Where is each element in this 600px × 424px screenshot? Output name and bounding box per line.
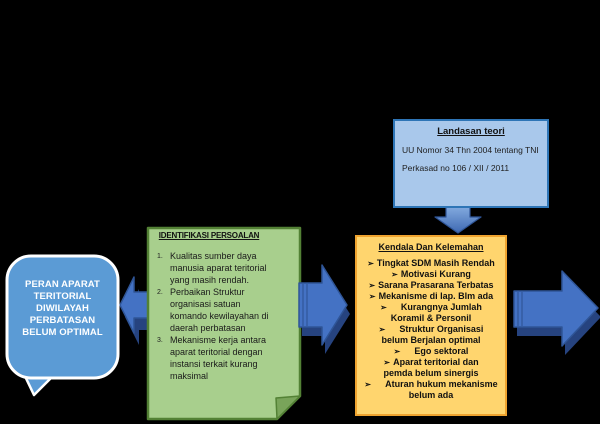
- kendala-title: Kendala Dan Kelemahan: [378, 242, 484, 252]
- identifikasi-title: IDENTIFIKASI PERSOALAN: [158, 231, 260, 240]
- list-item: ➢ Aturan hukum mekanisme belum ada: [357, 379, 505, 401]
- landasan-line: Perkasad no 106 / XII / 2011: [402, 163, 510, 173]
- list-item-text: Struktur Organisasi belum Berjalan optim…: [381, 324, 484, 345]
- list-item: ➢Motivasi Kurang: [357, 269, 505, 280]
- list-item: ➢Sarana Prasarana Terbatas: [357, 280, 505, 291]
- list-item-text: Aparat teritorial dan pemda belum sinerg…: [383, 357, 479, 378]
- arrowhead-bullet-icon: ➢: [383, 358, 391, 367]
- list-item-text: Mekanisme kerja antara aparat teritorial…: [170, 335, 267, 381]
- list-item-text: Kurangnya Jumlah Koramil & Personil: [390, 302, 482, 323]
- list-item: ➢Mekanisme di lap. Blm ada: [357, 291, 505, 302]
- arrowhead-bullet-icon: ➢: [378, 325, 386, 334]
- landasan-teori-box: Landasan teori UU Nomor 34 Thn 2004 tent…: [393, 119, 549, 208]
- arrowhead-bullet-icon: ➢: [393, 347, 401, 356]
- list-item: ➢Kurangnya Jumlah Koramil & Personil: [357, 302, 505, 324]
- list-item-text: Perbaikan Struktur organisasi satuan kom…: [170, 287, 269, 333]
- problem-statement: PERAN APARAT TERITORIAL DIWILAYAH PERBAT…: [22, 279, 103, 338]
- arrowhead-bullet-icon: ➢: [391, 270, 398, 279]
- arrowhead-bullet-icon: ➢: [380, 303, 387, 312]
- list-item-text: Aturan hukum mekanisme belum ada: [385, 379, 498, 400]
- list-item-number: 1.: [157, 252, 163, 260]
- list-item-text: Kualitas sumber daya manusia aparat teri…: [170, 251, 267, 285]
- arrow-down-icon: [434, 205, 482, 234]
- list-item: ➢Struktur Organisasi belum Berjalan opti…: [357, 324, 505, 346]
- arrowhead-bullet-icon: ➢: [364, 380, 372, 389]
- arrowhead-bullet-icon: ➢: [368, 281, 376, 290]
- arrowhead-bullet-icon: ➢: [367, 259, 374, 268]
- kendala-box: Kendala Dan Kelemahan ➢Tingkat SDM Masih…: [355, 235, 507, 416]
- list-item-text: Ego sektoral: [414, 346, 469, 356]
- landasan-line: UU Nomor 34 Thn 2004 tentang TNI: [402, 145, 539, 155]
- arrow-right-icon: [298, 264, 348, 346]
- list-item-text: Tingkat SDM Masih Rendah: [376, 258, 495, 268]
- list-item-number: 2.: [157, 288, 163, 296]
- list-item: 3. Mekanisme kerja antara aparat teritor…: [157, 334, 295, 382]
- list-item: 1. Kualitas sumber daya manusia aparat t…: [157, 250, 295, 286]
- arrow-right-far-icon: [513, 270, 599, 347]
- list-item-text: Mekanisme di lap. Blm ada: [378, 291, 494, 301]
- list-item-text: Motivasi Kurang: [400, 269, 471, 279]
- list-item: ➢Tingkat SDM Masih Rendah: [357, 258, 505, 269]
- landasan-title: Landasan teori: [437, 126, 505, 137]
- list-item: 2. Perbaikan Struktur organisasi satuan …: [157, 286, 295, 334]
- speech-bubble-shape: [5, 254, 120, 397]
- list-item: ➢ Ego sektoral: [357, 346, 505, 357]
- kendala-list: ➢Tingkat SDM Masih Rendah ➢Motivasi Kura…: [357, 258, 505, 401]
- list-item-text: Sarana Prasarana Terbatas: [378, 280, 494, 290]
- folded-corner-icon: [275, 395, 301, 420]
- arrowhead-bullet-icon: ➢: [368, 292, 376, 301]
- identifikasi-list: 1. Kualitas sumber daya manusia aparat t…: [157, 250, 295, 382]
- list-item: ➢Aparat teritorial dan pemda belum siner…: [357, 357, 505, 379]
- list-item-number: 3.: [157, 336, 163, 344]
